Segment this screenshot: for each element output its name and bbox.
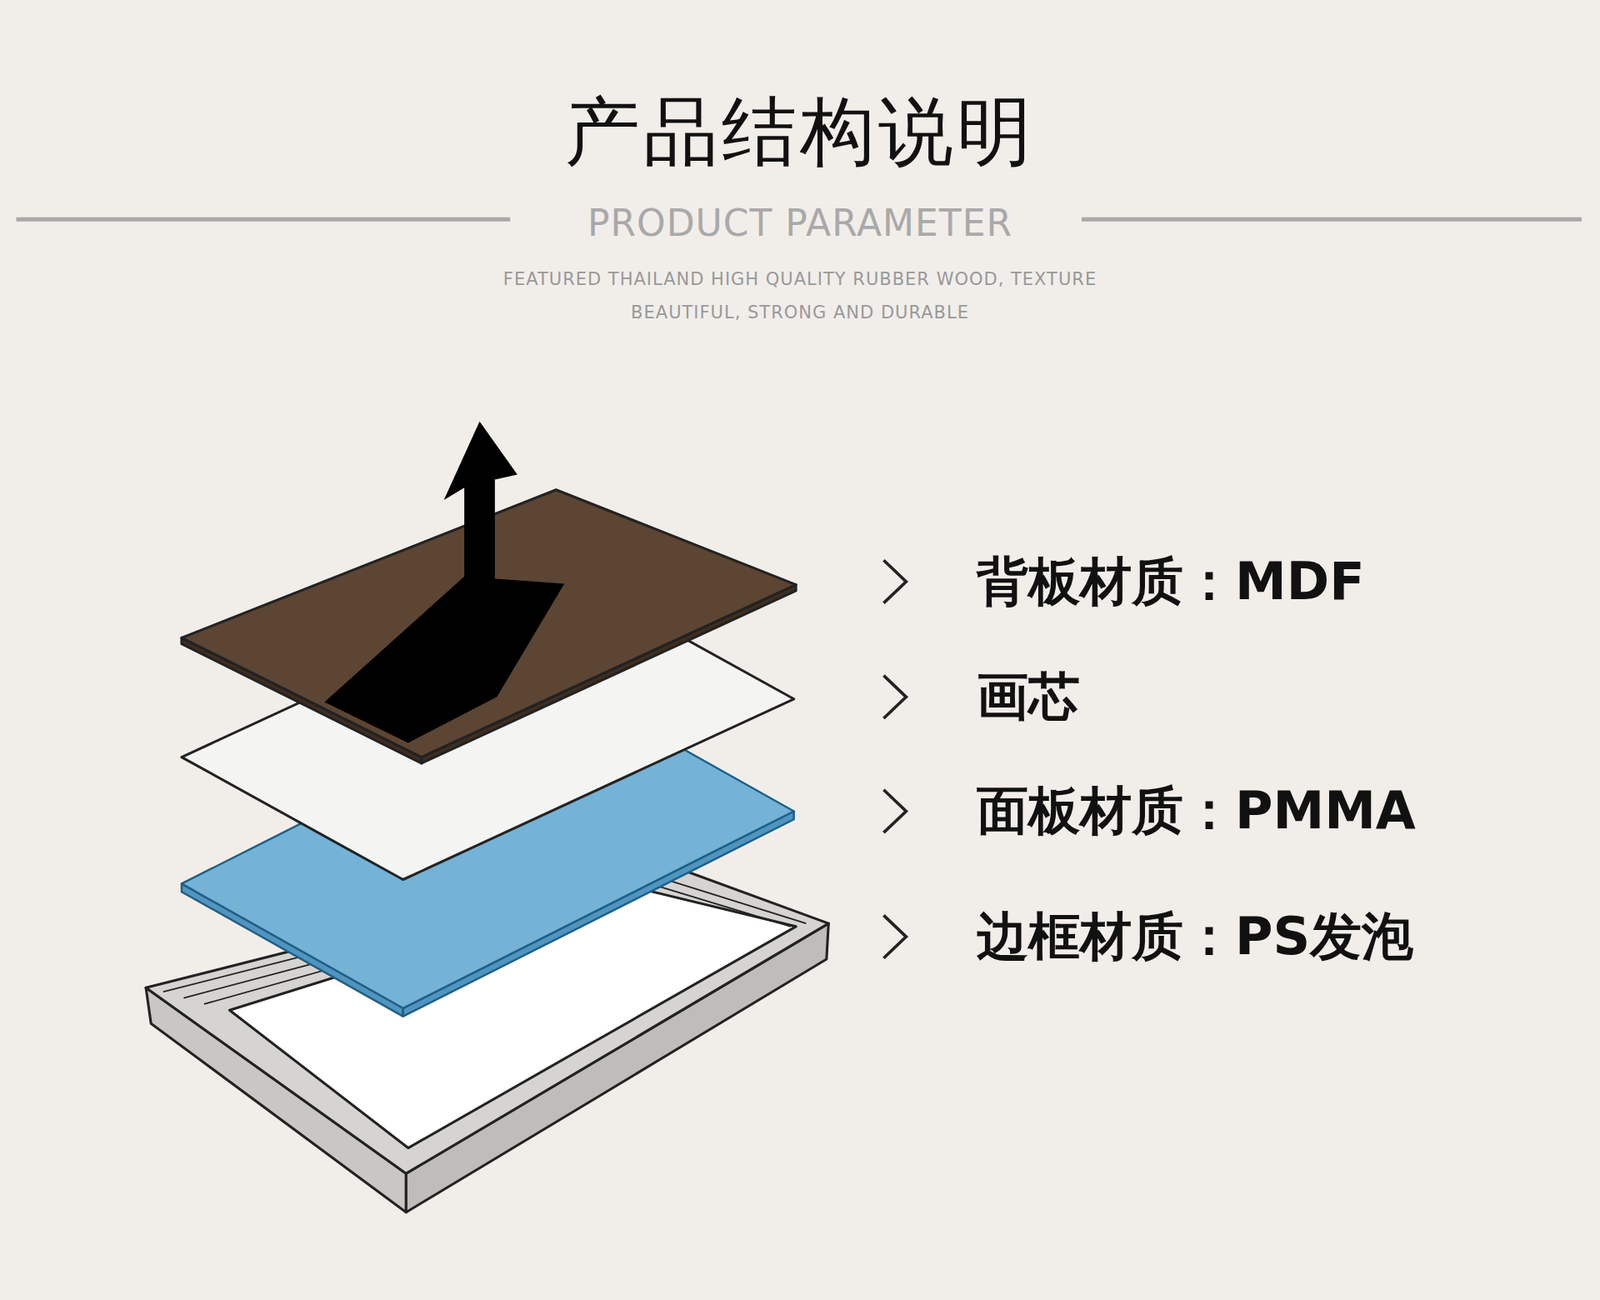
page-title: 产品结构说明 (565, 81, 1035, 184)
spec-item: 面板材质：PMMA (976, 775, 1416, 846)
spec-item: 画芯 (976, 661, 1080, 732)
spec-item: 背板材质：MDF (976, 546, 1365, 617)
chevron-markers (883, 560, 906, 959)
subtitle: PRODUCT PARAMETER (587, 201, 1013, 245)
tagline: FEATURED THAILAND HIGH QUALITY RUBBER WO… (458, 262, 1142, 330)
lift-arrow (444, 421, 518, 603)
spec-item: 边框材质：PS发泡 (976, 901, 1414, 972)
